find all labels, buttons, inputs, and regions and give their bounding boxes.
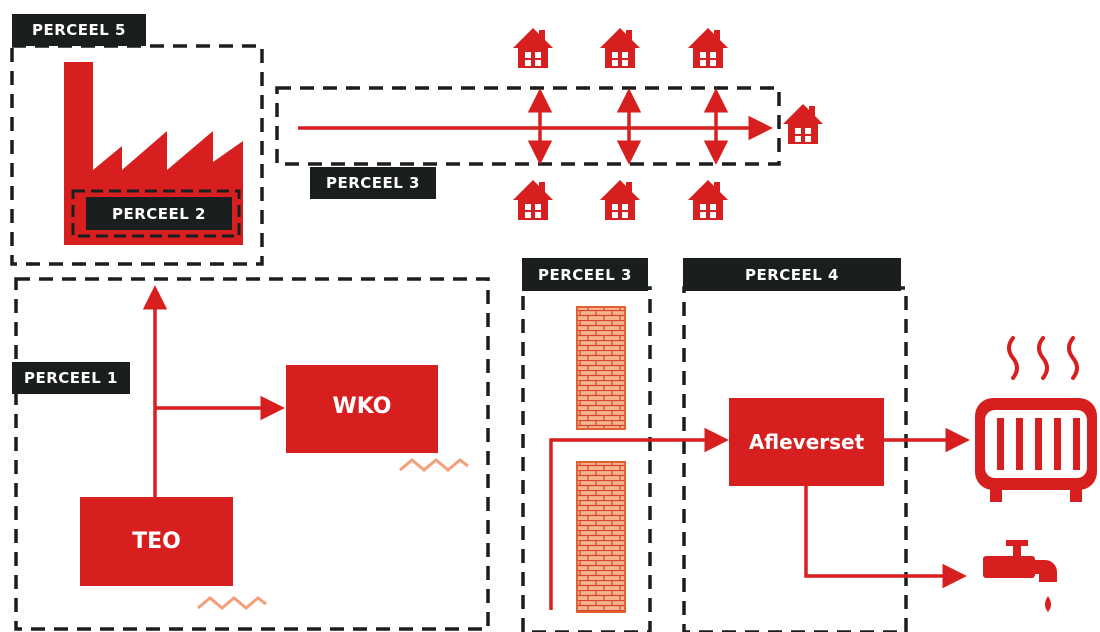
brick-wall-icon (576, 306, 626, 430)
house-icon (513, 28, 553, 68)
perceel4-label: PERCEEL 4 (683, 258, 901, 291)
perceel2-label: PERCEEL 2 (86, 197, 232, 230)
perceel4-boundary (682, 286, 908, 632)
perceel3-top-label: PERCEEL 3 (310, 167, 436, 199)
teo-block: TEO (80, 497, 233, 586)
house-icon (600, 28, 640, 68)
house-icon (513, 180, 553, 220)
perceel5-boundary (10, 44, 264, 266)
supply-pipe-arrow (549, 427, 729, 610)
heat-waves-icon (1007, 336, 1079, 380)
water-tap-icon (983, 540, 1057, 612)
perceel3-mid-label: PERCEEL 3 (522, 258, 648, 291)
house-icon (688, 180, 728, 220)
house-icon (688, 28, 728, 68)
perceel2-boundary (71, 189, 241, 238)
perceel1-label: PERCEEL 1 (12, 362, 130, 394)
house-icon (783, 104, 823, 144)
brick-wall-icon (576, 461, 626, 613)
perceel5-label: PERCEEL 5 (12, 14, 146, 46)
perceel1-boundary (14, 277, 490, 631)
afleverset-block: Afleverset (729, 398, 884, 486)
wko-block: WKO (286, 365, 438, 453)
house-icon (600, 180, 640, 220)
to-tap-arrow (804, 486, 967, 589)
perceel3-mid-boundary (521, 286, 652, 632)
perceel3-top-boundary (275, 86, 781, 166)
radiator-icon (975, 398, 1097, 502)
